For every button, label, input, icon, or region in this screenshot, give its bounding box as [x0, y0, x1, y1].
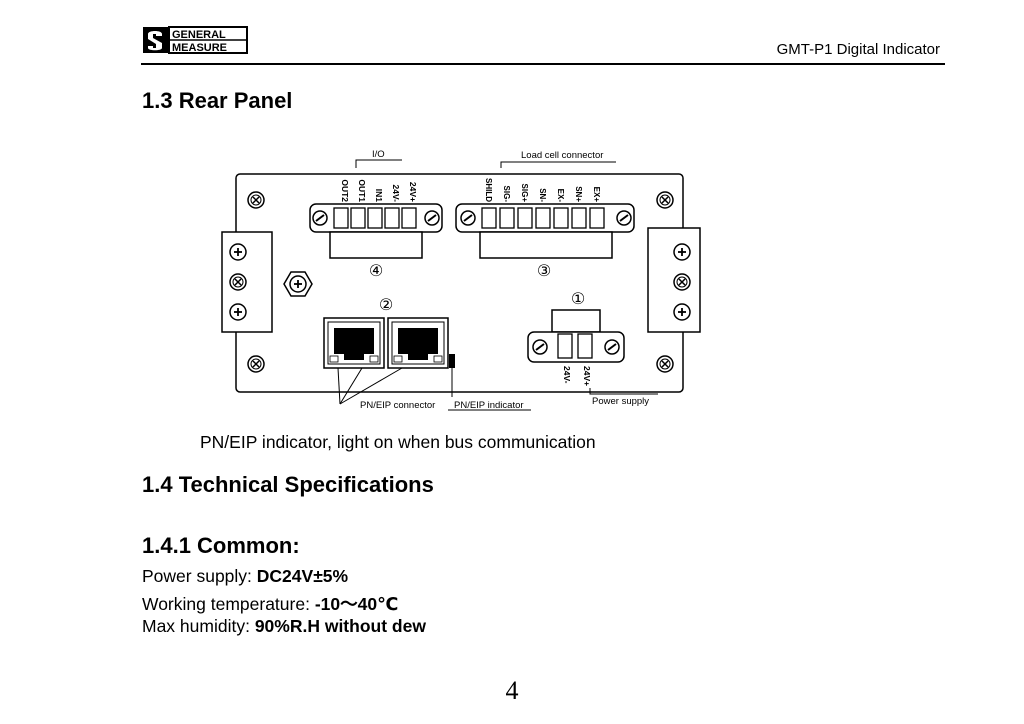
- loadcell-connector-label: Load cell connector: [521, 150, 603, 161]
- marker-1: ①: [571, 291, 585, 308]
- spec-line-max-humidity: Max humidity: 90%R.H without dew: [142, 616, 426, 637]
- corner-screw-icon: [656, 355, 674, 373]
- io-terminal-label: 24V-: [391, 185, 401, 203]
- corner-screw-icon: [247, 355, 265, 373]
- loadcell-terminal-label: EX+: [592, 187, 601, 203]
- section-heading-technical-specs: 1.4 Technical Specifications: [142, 472, 434, 497]
- brand-logo: GENERAL MEASURE: [142, 26, 248, 54]
- bracket-screw-icon: [229, 243, 247, 261]
- loadcell-terminal-label: EX-: [556, 189, 565, 203]
- brand-line-1: GENERAL: [172, 29, 226, 41]
- marker-4: ④: [369, 263, 383, 280]
- spec-label: Power supply:: [142, 566, 257, 586]
- io-terminal-label: 24V+: [408, 182, 418, 202]
- pn-eip-connector-label: PN/EIP connector: [360, 400, 435, 411]
- page-number: 4: [505, 676, 519, 705]
- ground-screw-icon: [283, 271, 313, 297]
- io-label: I/O: [372, 149, 385, 160]
- marker-3: ③: [537, 263, 551, 280]
- bracket-screw-icon: [673, 243, 691, 261]
- bracket-screw-icon: [229, 273, 247, 291]
- loadcell-terminal-label: SHILD: [484, 178, 493, 202]
- section-heading-common: 1.4.1 Common:: [142, 533, 300, 558]
- loadcell-terminal-block: [455, 203, 635, 259]
- loadcell-terminal-label: SN+: [574, 186, 583, 202]
- loadcell-terminal-label: SIG-: [502, 186, 511, 203]
- power-terminal-label: 24V-: [562, 366, 572, 384]
- corner-screw-icon: [656, 191, 674, 209]
- spec-line-working-temperature: Working temperature: -10～40℃: [142, 591, 398, 616]
- spec-label: Working temperature:: [142, 594, 315, 614]
- power-terminal-block: [527, 309, 625, 363]
- pn-eip-indicator-label: PN/EIP indicator: [454, 400, 524, 411]
- io-terminal-block: [309, 203, 443, 259]
- bracket-screw-icon: [673, 303, 691, 321]
- power-supply-label: Power supply: [592, 396, 649, 407]
- loadcell-terminal-label: SN-: [538, 188, 547, 202]
- spec-value: 90%R.H without dew: [254, 616, 426, 636]
- document-title: GMT-P1 Digital Indicator: [776, 41, 940, 58]
- pn-eip-port-2: [387, 317, 449, 369]
- rear-panel-figure: OUT2 OUT1 IN1 24V- 24V+ I/O SHILD SIG- S…: [221, 149, 701, 411]
- spec-value: DC24V±5%: [256, 566, 349, 586]
- spec-value: -10～40℃: [314, 594, 399, 614]
- spec-label: Max humidity:: [142, 616, 255, 636]
- pn-eip-port-1: [323, 317, 385, 369]
- marker-2: ②: [379, 297, 393, 314]
- io-terminal-label: OUT2: [340, 179, 350, 202]
- brand-line-2: MEASURE: [172, 42, 227, 54]
- corner-screw-icon: [247, 191, 265, 209]
- indicator-caption: PN/EIP indicator, light on when bus comm…: [200, 432, 596, 452]
- bracket-screw-icon: [229, 303, 247, 321]
- bracket-screw-icon: [673, 273, 691, 291]
- header-divider: [141, 63, 945, 65]
- io-terminal-label: OUT1: [357, 179, 367, 202]
- pn-eip-indicator-led: [449, 354, 455, 368]
- loadcell-terminal-label: SIG+: [520, 184, 529, 203]
- power-terminal-label: 24V+: [582, 366, 592, 386]
- rear-panel-diagram: OUT2 OUT1 IN1 24V- 24V+ I/O SHILD SIG- S…: [216, 142, 706, 412]
- spec-line-power-supply: Power supply: DC24V±5%: [142, 566, 348, 587]
- io-terminal-label: IN1: [374, 189, 384, 203]
- section-heading-rear-panel: 1.3 Rear Panel: [142, 88, 293, 113]
